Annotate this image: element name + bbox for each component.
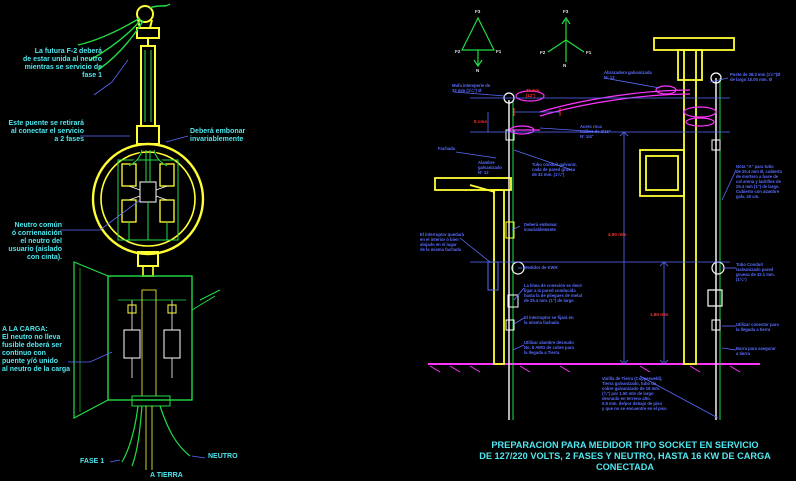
note-alambre-galv: Alambre galvanizado N° 12 — [478, 160, 502, 176]
note-tubo-conduit2: Tubo Conduit Galvanizado pared gruesa de… — [736, 262, 775, 283]
dimension-lines — [453, 77, 737, 419]
outgoing-wires — [121, 405, 191, 470]
note-interruptor2: El interruptor se fijará en la misma fac… — [524, 315, 574, 326]
dim-450: 4.50 mts — [608, 232, 627, 237]
note-to-load: A LA CARGA: El neutro no lleva fusible d… — [2, 326, 71, 374]
title-line2: DE 127/220 VOLTS, 2 FASES Y NEUTRO, HAST… — [479, 451, 771, 462]
note-bridge: Este puente se retirará al conectar el s… — [8, 120, 84, 144]
note-embed: Deberá embonar invariablemente — [190, 128, 246, 144]
leader-lines — [60, 59, 206, 463]
note-fachada: Fachada — [438, 146, 455, 151]
title-line1: PREPARACION PARA MEDIDOR TIPO SOCKET EN … — [491, 440, 759, 450]
drawing-title: PREPARACION PARA MEDIDOR TIPO SOCKET EN … — [470, 440, 780, 473]
note-abrazadera: Abrazadera galvanizada N° 12 — [604, 70, 652, 81]
phasor-right-left: F2 — [540, 50, 546, 55]
note-medidor: Medidor de KWH — [524, 265, 558, 270]
title-line3: CONECTADA — [595, 462, 654, 473]
note-future-f2: La futura F-2 deberá de estar unida al n… — [23, 48, 102, 80]
left-conduit — [487, 92, 525, 420]
phasor-left-right: F1 — [496, 49, 502, 54]
phasor-right-right: F1 — [586, 50, 592, 55]
phasor-delta — [461, 16, 495, 68]
meter-socket-icon — [91, 142, 205, 267]
note-deberia: Deberá embonar invariablemente — [524, 222, 558, 233]
service-pole — [639, 37, 735, 365]
service-drop-wires — [509, 85, 717, 135]
note-interruptor: El interruptor quedará en el interior ó … — [420, 232, 464, 253]
note-acero: Acero roca calibre de 3/16" N° 1/4" — [580, 124, 611, 140]
note-varilla: Varilla de Tierra (Copperweld), Tierra g… — [602, 376, 667, 412]
note-ficha-a: Nota "A" para tubo de 25.4 mm Ø, cubiert… — [736, 164, 782, 200]
drop-wires — [77, 3, 171, 71]
note-barra: Barra para asegurar a tierra — [736, 346, 776, 357]
note-utilizar: Utilizar alambre desnudo No. 8 AWG de co… — [524, 340, 574, 356]
weatherhead-icon — [136, 5, 160, 46]
label-ground: A TIERRA — [150, 472, 183, 479]
note-mufa: Mufa intemperie de 32 mm (1¼") Ø — [452, 83, 491, 94]
note-neutral-common: Neutro común ó corrienaición el neutro d… — [8, 222, 62, 262]
right-conduit — [707, 72, 725, 420]
breaker-enclosure-icon — [73, 261, 221, 419]
phasor-left-bottom: N — [476, 68, 480, 73]
meter-assembly-detail — [60, 3, 221, 470]
note-utilizar2: Utilizar conector para la llegada a tier… — [736, 322, 779, 333]
note-tubo-conduit: Tubo conduit galvaniz. cada de pared gru… — [532, 162, 578, 178]
label-neutro: NEUTRO — [208, 453, 238, 460]
phasor-right-top: F3 — [563, 9, 569, 14]
ground-line — [428, 363, 760, 373]
note-poste: Poste de 38.2 mm (1½")Ø de largo 10.00 m… — [730, 72, 781, 83]
phasor-left-left: F2 — [455, 49, 461, 54]
service-mast-tube — [140, 45, 156, 127]
dim-180: 1.80 mts — [650, 312, 669, 317]
label-phase1: FASE 1 — [80, 458, 105, 465]
dimension-ticks — [513, 108, 561, 116]
phasor-wye — [547, 16, 585, 62]
dim-30mm: 30 mm (12") — [526, 88, 540, 99]
dim-5cms: 5 cms — [474, 119, 488, 124]
note-linea-tierra: La línea de conexión es decir ligar a la… — [524, 283, 583, 304]
phasor-left-top: F3 — [475, 9, 481, 14]
facade-wall — [434, 177, 512, 365]
phasor-right-bottom: N — [563, 63, 567, 68]
